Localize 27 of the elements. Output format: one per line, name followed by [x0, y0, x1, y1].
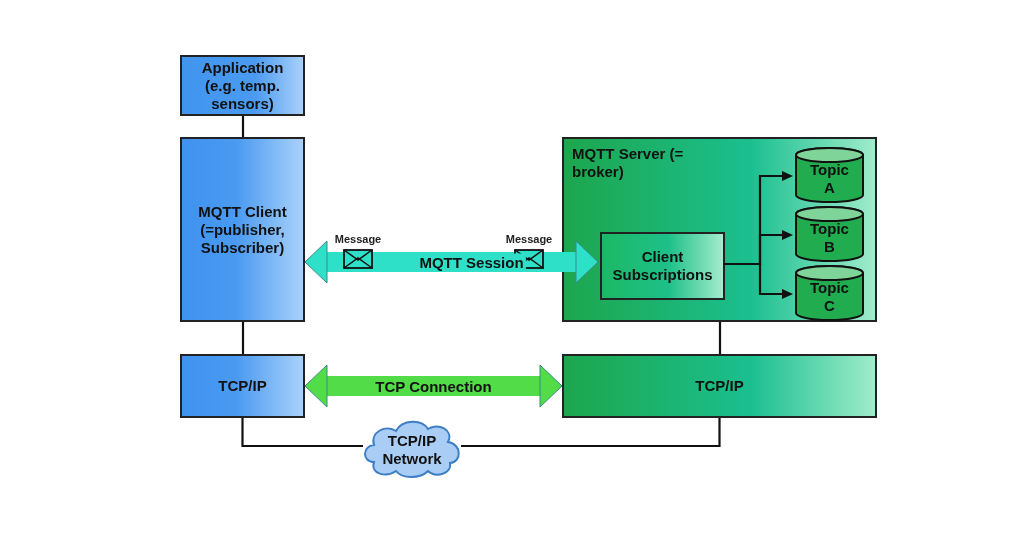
- connector-line: [241, 116, 245, 137]
- node-label: TCP/IP: [695, 377, 744, 395]
- client-box: [180, 354, 305, 418]
- node-label: Topic B: [809, 220, 850, 256]
- connector-line: [718, 322, 722, 354]
- server-box: [562, 354, 877, 418]
- node-label: Topic A: [809, 161, 850, 197]
- double-arrow: [304, 240, 599, 284]
- edge-label: MQTT Session: [417, 253, 526, 271]
- node-label: MQTT Client (=publisher, Subscriber): [197, 202, 288, 257]
- topic-cylinder: [795, 206, 864, 262]
- box-heading: MQTT Server (= broker): [572, 145, 685, 181]
- topic-cylinder: [795, 147, 864, 203]
- node-label: TCP/IP Network: [381, 432, 443, 468]
- message-label: Message: [505, 233, 553, 245]
- message-label: Message: [334, 233, 382, 245]
- server-box: [562, 137, 877, 322]
- topic-cylinder: [795, 265, 864, 321]
- node-label: Application (e.g. temp. sensors): [200, 58, 285, 113]
- double-arrow: [304, 364, 563, 408]
- connector-line: [461, 418, 721, 448]
- node-label: Topic C: [809, 279, 850, 315]
- connector-line: [241, 418, 363, 448]
- node-label: TCP/IP: [218, 377, 267, 395]
- application-box: [180, 55, 305, 116]
- client-box: [180, 137, 305, 322]
- connector-line: [241, 322, 245, 354]
